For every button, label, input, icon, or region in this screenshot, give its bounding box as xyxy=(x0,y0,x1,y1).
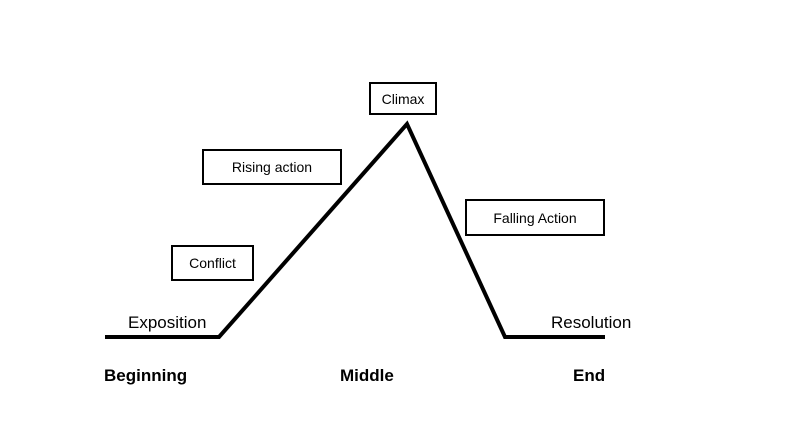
rising-action-label: Rising action xyxy=(231,159,313,175)
section-end-label: End xyxy=(573,366,606,385)
climax-label: Climax xyxy=(381,90,425,107)
plot-arc-line xyxy=(105,120,605,339)
climax-box: Climax xyxy=(369,82,437,115)
section-beginning-label: Beginning xyxy=(104,366,188,385)
section-middle-label: Middle xyxy=(340,366,394,385)
exposition-label: Exposition xyxy=(128,313,207,332)
rising-action-box: Rising action xyxy=(202,149,342,185)
conflict-label: Conflict xyxy=(189,255,236,271)
falling-action-box: Falling Action xyxy=(465,199,605,236)
falling-action-label: Falling Action xyxy=(493,209,577,226)
resolution-label: Resolution xyxy=(551,313,632,332)
conflict-box: Conflict xyxy=(171,245,254,281)
